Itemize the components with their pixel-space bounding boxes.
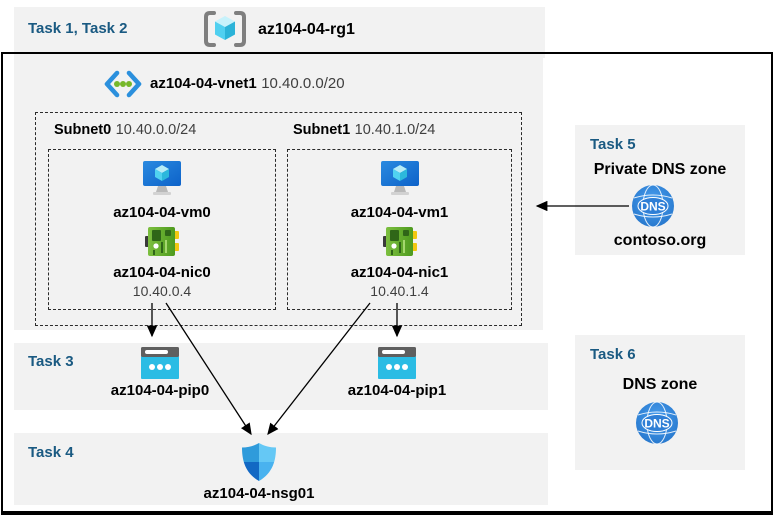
task1-2-label: Task 1, Task 2 (28, 20, 128, 37)
dns-zone-title: DNS zone (622, 376, 698, 393)
task5-label: Task 5 (590, 136, 636, 153)
vnet-title: az104-04-vnet1 10.40.0.0/20 (150, 75, 345, 93)
subnet1-cidr: 10.40.1.0/24 (354, 122, 436, 138)
task4-label: Task 4 (28, 444, 74, 461)
subnet0-title: Subnet0 10.40.0.0/24 (54, 121, 196, 139)
dns-zone-icon: DNS (634, 400, 680, 446)
vm-icon (141, 160, 183, 197)
resource-group-label: az104-04-rg1 (258, 21, 355, 38)
pip1-label: az104-04-pip1 (347, 382, 447, 399)
subnet0-name: Subnet0 (54, 122, 112, 138)
resource-group-frame (1, 52, 773, 515)
private-dns-zone-name: contoso.org (613, 232, 707, 249)
subnet1-name: Subnet1 (293, 122, 351, 138)
subnet1-title: Subnet1 10.40.1.0/24 (293, 121, 435, 139)
vm-label: az104-04-vm0 (113, 204, 211, 221)
subnet1-box: az104-04-vm1 az104-04-nic1 10.40.1.4 (287, 149, 512, 310)
virtual-network-icon (103, 70, 143, 98)
public-ip-icon (378, 347, 416, 379)
nsg-shield-icon (241, 442, 277, 482)
private-dns-zone-title: Private DNS zone (593, 161, 727, 178)
svg-text:DNS: DNS (640, 200, 665, 214)
task4-band (14, 433, 548, 505)
public-ip-icon (141, 347, 179, 379)
vm-label: az104-04-vm1 (350, 204, 449, 221)
nic-label: az104-04-nic0 (113, 264, 211, 281)
nic-icon (144, 226, 180, 257)
task1-2-band (14, 7, 545, 58)
pip0-label: az104-04-pip0 (110, 382, 210, 399)
nic-ip: 10.40.1.4 (370, 283, 429, 299)
vnet-panel (14, 57, 543, 330)
resource-group-icon (202, 9, 248, 49)
task3-label: Task 3 (28, 353, 74, 370)
nic-label: az104-04-nic1 (350, 264, 449, 281)
private-dns-zone-icon: DNS (630, 183, 676, 229)
task6-label: Task 6 (590, 346, 636, 363)
vnet-name: az104-04-vnet1 (150, 75, 257, 92)
nic-ip: 10.40.0.4 (132, 283, 192, 299)
vm-icon (379, 160, 421, 197)
vnet-cidr: 10.40.0.0/20 (261, 75, 345, 92)
subnet0-box: az104-04-vm0 az10 (48, 149, 276, 310)
nsg-label: az104-04-nsg01 (203, 485, 315, 502)
task3-band (14, 343, 548, 410)
subnet0-cidr: 10.40.0.0/24 (115, 122, 197, 138)
nic-icon (382, 226, 418, 257)
svg-text:DNS: DNS (644, 417, 669, 431)
